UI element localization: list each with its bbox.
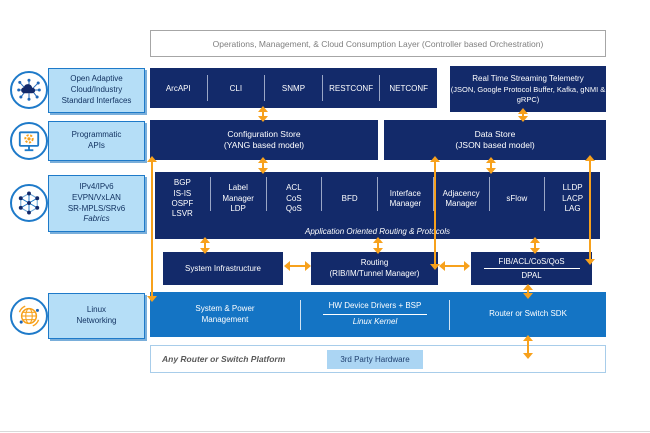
globe-icon	[10, 297, 48, 335]
mesh-network-icon	[10, 184, 48, 222]
data-store-subtitle: (JSON based model)	[455, 140, 535, 150]
orchestration-layer-banner: Operations, Management, & Cloud Consumpt…	[150, 30, 606, 57]
divider	[209, 177, 211, 211]
divider	[321, 177, 323, 211]
protocol-acl-cos-qos: ACL CoS QoS	[285, 183, 302, 214]
fib-label: FIB/ACL/CoS/QoS	[498, 257, 565, 266]
protocol-bgp-group: BGP IS-IS OSPF LSVR	[171, 178, 194, 219]
arrow-datastore-fib	[585, 155, 595, 265]
sidebar-item-label: Open Adaptive Cloud/Industry Standard In…	[61, 74, 132, 105]
sidebar-item-sublabel: Fabrics	[83, 214, 110, 224]
divider	[544, 177, 546, 211]
interface-restconf: RESTCONF	[329, 83, 374, 93]
divider	[300, 299, 301, 330]
protocol-sflow: sFlow	[506, 193, 528, 203]
management-interfaces-box: ArcAPI CLI SNMP RESTCONF NETCONF	[150, 68, 437, 108]
fib-dpal-box: FIB/ACL/CoS/QoS DPAL	[471, 252, 592, 285]
divider	[206, 75, 208, 101]
dpal-label: DPAL	[521, 271, 542, 280]
arrow-configstore-linux	[147, 156, 157, 302]
protocol-lldp-group: LLDP LACP LAG	[562, 183, 584, 214]
sidebar-item-fabrics: IPv4/IPv6 EVPN/VxLAN SR-MPLS/SRv6 Fabric…	[48, 175, 145, 232]
telemetry-title: Real Time Streaming Telemetry	[472, 73, 584, 83]
arrow-configstore-protocols	[258, 157, 268, 174]
interface-snmp: SNMP	[281, 83, 306, 93]
arrow-telemetry-datastore	[518, 108, 528, 122]
divider	[483, 268, 580, 269]
protocol-bfd: BFD	[341, 193, 358, 203]
sidebar-item-linux-networking: Linux Networking	[48, 293, 145, 339]
divider	[323, 314, 427, 315]
divider	[377, 177, 378, 211]
protocols-caption: Application Oriented Routing & Protocols	[305, 227, 450, 236]
divider	[321, 75, 323, 101]
system-infrastructure-box: System Infrastructure	[163, 252, 283, 285]
orchestration-layer-label: Operations, Management, & Cloud Consumpt…	[212, 38, 544, 49]
arrow-sysinfra-routing	[284, 261, 311, 271]
arrow-datastore-routing	[430, 156, 440, 270]
third-party-hardware-badge: 3rd Party Hardware	[327, 350, 423, 369]
telemetry-box: Real Time Streaming Telemetry (JSON, Goo…	[450, 66, 606, 112]
divider	[379, 75, 381, 101]
configuration-store-subtitle: (YANG based model)	[223, 140, 305, 150]
data-store-title: Data Store	[474, 128, 516, 139]
divider	[265, 177, 267, 211]
monitor-gear-icon	[10, 122, 48, 160]
interface-netconf: NETCONF	[389, 83, 428, 93]
platform-label: Any Router or Switch Platform	[162, 354, 286, 364]
arrow-protocols-routing	[373, 237, 383, 254]
sidebar-item-label: IPv4/IPv6 EVPN/VxLAN SR-MPLS/SRv6	[67, 181, 126, 213]
sidebar-item-label: Programmatic APIs	[71, 130, 122, 150]
data-store-box: Data Store (JSON based model)	[384, 120, 606, 160]
sidebar-item-label: Linux Networking	[76, 305, 117, 325]
hw-drivers-label: HW Device Drivers + BSP	[328, 301, 422, 311]
arrow-interfaces-configstore	[258, 106, 268, 122]
linux-kernel-caption: Linux Kernel	[352, 317, 398, 326]
sidebar-item-programmatic-apis: Programmatic APIs	[48, 121, 145, 161]
page-bottom-border	[0, 431, 650, 432]
routing-subtitle: (RIB/IM/Tunnel Manager)	[329, 268, 420, 278]
divider	[449, 299, 450, 330]
protocol-interface-manager: Interface Manager	[389, 188, 422, 208]
arrow-routing-fib	[439, 261, 470, 271]
telemetry-subtitle: (JSON, Google Protocol Buffer, Kafka, gN…	[450, 84, 606, 104]
cloud-network-icon	[10, 71, 48, 109]
divider	[432, 177, 434, 211]
routing-box: Routing (RIB/IM/Tunnel Manager)	[311, 252, 438, 285]
router-switch-sdk: Router or Switch SDK	[489, 309, 567, 319]
configuration-store-title: Configuration Store	[227, 128, 301, 139]
routing-protocols-box: BGP IS-IS OSPF LSVR Label Manager LDP AC…	[155, 172, 600, 239]
sidebar-item-standard-interfaces: Open Adaptive Cloud/Industry Standard In…	[48, 68, 145, 113]
arrow-dpal-sdk	[523, 284, 533, 299]
routing-title: Routing	[360, 257, 389, 267]
system-infrastructure-label: System Infrastructure	[184, 264, 262, 273]
interface-cli: CLI	[229, 83, 243, 93]
hw-drivers-section: HW Device Drivers + BSP Linux Kernel	[301, 292, 449, 337]
platform-box: Any Router or Switch Platform 3rd Party …	[150, 345, 606, 373]
protocol-label-manager: Label Manager LDP	[222, 183, 254, 214]
arrow-sdk-platform	[523, 335, 533, 359]
system-power-management: System & Power Management	[195, 303, 255, 324]
interface-arcapi: ArcAPI	[165, 83, 191, 93]
arrow-protocols-fib	[530, 237, 540, 254]
arrow-protocols-sysinfra	[200, 237, 210, 254]
protocol-adjacency-manager: Adjacency Manager	[442, 188, 480, 208]
configuration-store-box: Configuration Store (YANG based model)	[150, 120, 378, 160]
arrow-datastore-protocols	[486, 157, 496, 174]
linux-kernel-box: System & Power Management HW Device Driv…	[150, 292, 606, 337]
divider	[264, 75, 266, 101]
divider	[488, 177, 490, 211]
